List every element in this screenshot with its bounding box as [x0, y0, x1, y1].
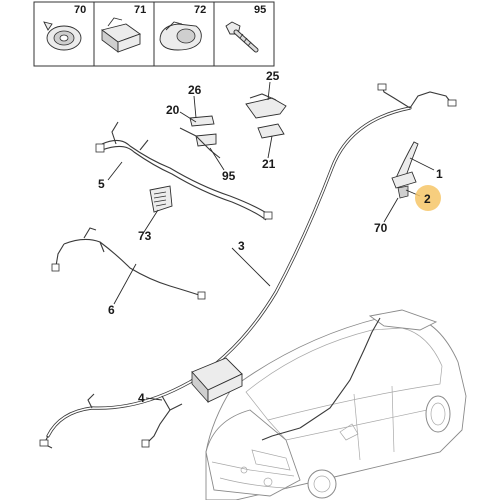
callout-21: 21	[262, 157, 276, 171]
bracket-25-21	[245, 93, 287, 139]
callout-20: 20	[166, 103, 180, 117]
control-module	[191, 357, 243, 404]
callout-95: 95	[222, 169, 236, 183]
header-ref-71: 71	[134, 4, 146, 16]
harness-5	[95, 121, 273, 221]
callout-5: 5	[98, 177, 105, 191]
header-cell-70[interactable]: 70	[43, 4, 86, 51]
grommet-icon	[159, 21, 202, 51]
callout-3: 3	[238, 239, 245, 253]
header-ref-70: 70	[74, 4, 86, 16]
header-ref-72: 72	[194, 4, 206, 16]
callout-2: 2	[424, 192, 431, 206]
header-cell-72[interactable]: 72	[159, 4, 206, 51]
callout-6: 6	[108, 303, 115, 317]
callout-leaders	[107, 81, 435, 401]
harness-4	[141, 395, 183, 448]
amplifier-73	[149, 185, 173, 213]
callout-1: 1	[436, 167, 443, 181]
parts-header-table: 70 71 72	[33, 1, 275, 67]
callout-70: 70	[374, 221, 388, 235]
antenna-clip-icon	[43, 21, 82, 51]
screw-icon	[225, 21, 259, 53]
header-cell-95[interactable]: 95	[225, 4, 266, 53]
callout-labels: 1 2 3 4 5 6 20 21 25 26 70 73 95	[98, 69, 443, 405]
connector-bracket-20-26	[179, 115, 221, 159]
cable-clip-icon	[100, 17, 141, 53]
header-ref-95: 95	[254, 4, 266, 16]
callout-73: 73	[138, 229, 152, 243]
harness-6	[51, 227, 206, 300]
roof-antenna-1-2	[391, 141, 419, 199]
callout-4: 4	[138, 391, 145, 405]
callout-25: 25	[266, 69, 280, 83]
highlight-marker	[415, 185, 441, 211]
callout-2-highlighted[interactable]: 2	[415, 185, 441, 211]
callout-26: 26	[188, 83, 202, 97]
car-illustration	[205, 309, 467, 500]
header-cell-71[interactable]: 71	[100, 4, 146, 53]
main-harness-3	[39, 83, 457, 449]
